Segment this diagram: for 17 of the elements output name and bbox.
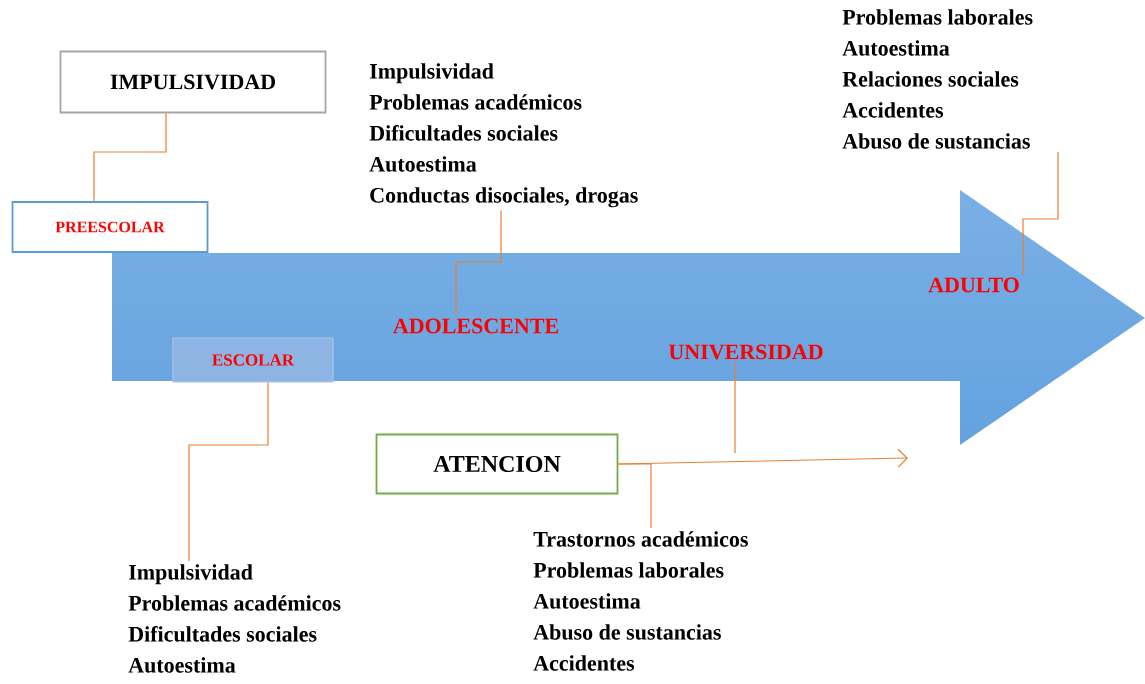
label-box: ATENCION [375,433,619,495]
stage-label: ADOLESCENTE [393,318,558,334]
stage-box: ESCOLAR [172,337,334,383]
leader-line [455,209,502,316]
leader-line [93,112,167,202]
leader-line [188,382,269,562]
leader-line [617,463,652,529]
label-box: IMPULSIVIDAD [59,50,327,114]
leader-line [1022,151,1059,275]
consequence-list: Impulsividad Problemas académicos Dificultades sociales Autoestima Conductas disociales, drogas [369,63,638,208]
stage-label: ADULTO [928,277,1019,293]
stage-label: UNIVERSIDAD [668,344,823,360]
stage-box: PREESCOLAR [11,201,209,253]
consequence-list: Impulsividad Problemas académicos Dificultades sociales Autoestima [128,564,341,673]
leader-line [734,362,736,454]
consequence-list: Trastornos académicos Problemas laborales Autoestima Abuso de sustancias Accidentes [533,531,748,671]
consequence-list: Problemas laborales Autoestima Relaciones sociales Accidentes Abuso de sustancias [842,9,1033,149]
